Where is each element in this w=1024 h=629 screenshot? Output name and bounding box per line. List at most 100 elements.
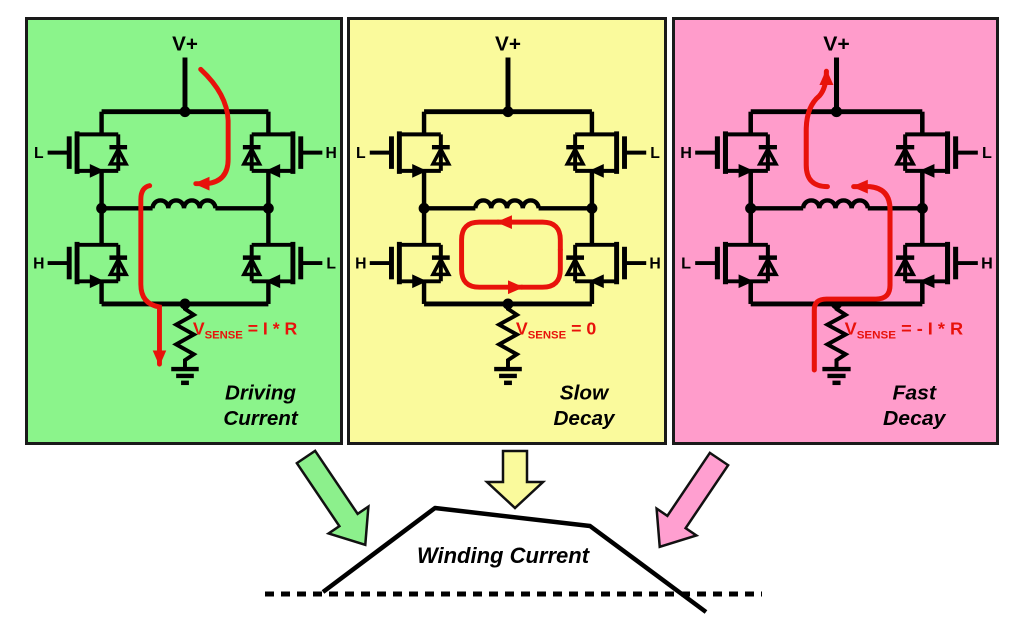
sense-resistor [172, 303, 198, 368]
gate-label-top-left: L [356, 145, 366, 162]
junction-dot [916, 202, 928, 214]
inductor-coil [150, 198, 218, 209]
supply-label: V+ [823, 33, 850, 56]
winding-current-waveform [321, 505, 708, 614]
diode-triangle [430, 145, 452, 166]
current-path-driving [138, 66, 231, 367]
circuit-drawing [47, 57, 323, 386]
panel-caption-line1: Slow [560, 382, 610, 405]
diode-triangle [756, 255, 779, 277]
junction-dot [586, 202, 598, 214]
gate-label-bottom-right: H [649, 255, 660, 272]
panel-caption-line1: Driving [225, 382, 296, 405]
source-arrow [412, 274, 428, 289]
source-arrow [738, 163, 754, 178]
gate-label-top-right: L [650, 145, 660, 162]
current-path-segment [519, 247, 563, 290]
mosfet-bottom-right [894, 241, 978, 289]
gate-label-bottom-left: H [355, 255, 366, 272]
supply-label: V+ [495, 33, 521, 56]
panel-caption-line2: Decay [553, 407, 616, 430]
source-arrow [919, 163, 935, 178]
junction-dot [502, 106, 514, 118]
junction-dot [418, 202, 430, 214]
source-arrow [412, 163, 428, 178]
source-arrow [265, 163, 281, 178]
circuit-drawing [695, 57, 978, 386]
mosfet-bottom-left [695, 241, 779, 289]
panel-caption-line2: Decay [883, 407, 947, 430]
slow-decay-arrow [483, 449, 547, 510]
diode-triangle [240, 145, 263, 166]
winding-current-graph: Winding Current [265, 449, 762, 614]
sense-resistor [823, 303, 850, 368]
driving-arrow-shape [295, 449, 370, 547]
current-path-segment [811, 179, 893, 373]
current-path-segment [495, 215, 563, 253]
gate-label-bottom-left: H [33, 255, 44, 272]
diode-triangle [756, 145, 779, 166]
source-arrow [89, 274, 105, 289]
current-path-segment [138, 183, 167, 367]
fast-decay-arrow-shape [655, 451, 730, 549]
panel-driving-current: V+ L H H L VSENSE = I * R Driving Curren… [25, 17, 343, 445]
mosfet-top-left [695, 131, 779, 178]
diode-triangle [240, 255, 263, 277]
sense-resistor [495, 303, 521, 368]
vsense-equation: VSENSE = - I * R [845, 319, 964, 342]
source-arrow [89, 163, 105, 178]
junction-dot [745, 202, 757, 214]
source-arrow [919, 274, 935, 289]
mosfet-bottom-right [240, 241, 323, 289]
panel-fast-decay: V+ H L L H VSENSE = - I * R Fast Decay [672, 17, 999, 445]
mosfet-top-right [894, 131, 978, 178]
junction-dot [96, 202, 107, 214]
footer-drawing [265, 449, 762, 614]
mosfet-top-right [564, 131, 647, 178]
source-arrow [738, 274, 754, 289]
mosfet-top-right [240, 131, 323, 178]
slow-decay-arrow-shape [483, 449, 547, 510]
supply-label: V+ [172, 33, 198, 56]
winding-current-label: Winding Current [417, 543, 591, 568]
diode-triangle [894, 255, 917, 277]
driving-arrow [295, 449, 370, 547]
vsense-equation: VSENSE = I * R [193, 318, 298, 341]
panel-caption-line1: Fast [892, 382, 937, 405]
inductor-coil [800, 198, 871, 209]
panel-caption-line2: Current [223, 407, 298, 430]
mosfet-top-left [369, 131, 452, 178]
gate-label-bottom-right: L [326, 255, 336, 272]
gate-label-top-right: L [982, 145, 992, 162]
gate-label-bottom-left: L [681, 256, 691, 273]
diode-triangle [564, 145, 586, 166]
diode-triangle [894, 145, 917, 166]
current-path-segment [193, 66, 231, 191]
current-path-slow-loop [459, 215, 563, 295]
source-arrow [588, 163, 604, 178]
junction-dot [830, 106, 843, 118]
diode-triangle [430, 255, 452, 277]
current-path-segment [803, 68, 834, 190]
mosfet-bottom-right [564, 241, 647, 289]
vsense-equation: VSENSE = 0 [516, 319, 597, 342]
source-arrow [265, 274, 281, 289]
diode-triangle [564, 255, 586, 277]
gate-label-top-left: L [34, 145, 44, 162]
mosfet-top-left [47, 131, 129, 178]
inductor-coil [473, 198, 541, 209]
source-arrow [588, 274, 604, 289]
circuit-drawing [369, 57, 647, 386]
current-path-segment [459, 219, 525, 295]
fast-decay-arrow [655, 451, 730, 549]
mosfet-bottom-left [47, 241, 129, 289]
gate-label-bottom-right: H [981, 256, 993, 273]
gate-label-top-left: H [680, 145, 692, 162]
junction-dot [262, 202, 274, 214]
mosfet-bottom-left [369, 241, 452, 289]
current-path-fast [803, 68, 893, 373]
diode-triangle [107, 145, 129, 166]
diode-triangle [107, 255, 129, 277]
gate-label-top-right: H [326, 145, 337, 162]
